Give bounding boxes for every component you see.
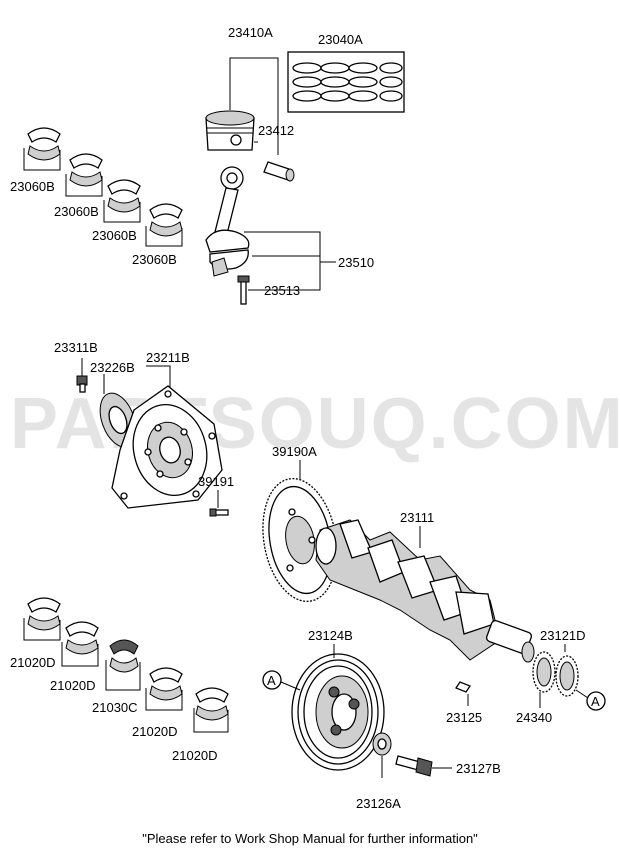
marker-a-right: A: [575, 689, 606, 711]
label-23513: 23513: [264, 283, 300, 298]
leaders-middle: [81, 358, 301, 508]
label-23111: 23111: [400, 510, 434, 525]
label-23060B-2: 23060B: [54, 204, 99, 219]
label-23060B-4: 23060B: [132, 252, 177, 267]
bearing-group-lower[interactable]: [23, 597, 229, 733]
label-23125: 23125: [446, 710, 482, 725]
damper-pulley[interactable]: [291, 653, 385, 771]
label-23510: 23510: [338, 255, 374, 270]
piston-ring-set[interactable]: [287, 51, 405, 113]
label-23124B: 23124B: [308, 628, 353, 643]
label-23211B: 23211B: [146, 350, 190, 365]
crankshaft[interactable]: [315, 519, 535, 663]
footer-note: "Please refer to Work Shop Manual for fu…: [142, 831, 478, 846]
label-23060B-3: 23060B: [92, 228, 137, 243]
reluctor-pin[interactable]: [209, 508, 229, 517]
label-23226B: 23226B: [90, 360, 135, 375]
svg-text:A: A: [267, 673, 276, 688]
leaders-bottom: [333, 644, 566, 778]
label-24340: 24340: [516, 710, 552, 725]
label-23410A: 23410A: [228, 25, 273, 40]
label-39191: 39191: [198, 474, 234, 489]
label-21030C: 21030C: [92, 700, 138, 715]
reluctor-ring[interactable]: [254, 473, 346, 608]
label-21020D-1: 21020D: [10, 655, 56, 670]
timing-sprocket[interactable]: [532, 651, 556, 693]
pulley-bolt[interactable]: [395, 755, 433, 777]
bearing-group-upper[interactable]: [23, 127, 183, 247]
crankshaft-key[interactable]: [455, 681, 471, 693]
piston[interactable]: [205, 110, 255, 151]
piston-pin[interactable]: [263, 161, 295, 182]
svg-text:A: A: [591, 694, 600, 709]
leaders-top: [229, 57, 336, 291]
marker-a-left: A: [262, 670, 301, 691]
label-23121D: 23121D: [540, 628, 586, 643]
flexplate[interactable]: [111, 385, 223, 509]
label-23311B: 23311B: [54, 340, 98, 355]
label-23060B-1: 23060B: [10, 179, 55, 194]
label-23040A: 23040A: [318, 32, 363, 47]
rod-bolt[interactable]: [237, 275, 250, 305]
pulley-washer[interactable]: [372, 732, 392, 756]
label-21020D-3: 21020D: [132, 724, 178, 739]
label-39190A: 39190A: [272, 444, 317, 459]
crankshaft-gear[interactable]: [555, 655, 579, 697]
label-21020D-2: 21020D: [50, 678, 96, 693]
label-23127B: 23127B: [456, 761, 501, 776]
label-23412: 23412: [258, 123, 294, 138]
label-21020D-4: 21020D: [172, 748, 218, 763]
label-23126A: 23126A: [356, 796, 401, 811]
connecting-rod[interactable]: [205, 166, 250, 277]
